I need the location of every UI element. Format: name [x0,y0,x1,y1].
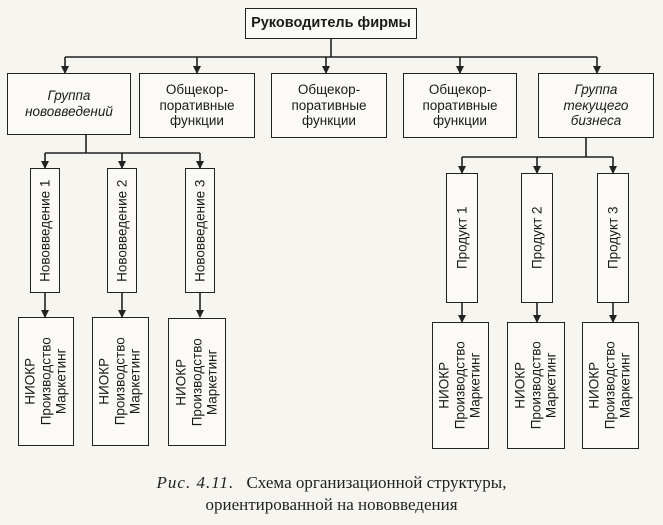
corporate-functions-box-2: Общекор- поративные функции [271,73,387,138]
innovation-label-3: Нововведение 3 [192,179,208,282]
corporate-functions-3-line-1: Общекор- [428,82,492,98]
business-group-line-1: Группа [574,82,618,98]
function-niokr: НИОКР [512,362,528,409]
function-marketing: Маркетинг [204,349,220,415]
innovation-box-1: Нововведение 1 [30,168,60,293]
function-niokr: НИОКР [22,358,38,405]
function-marketing: Маркетинг [468,352,484,419]
innovation-box-3: Нововведение 3 [185,168,215,293]
function-production: Производство [452,341,468,430]
function-marketing: Маркетинг [543,352,559,419]
functions-box-innovation-2: НИОКР Производство Маркетинг [92,317,149,446]
head-label: Руководитель фирмы [251,15,411,32]
corporate-functions-box-1: Общекор- поративные функции [139,73,255,138]
corporate-functions-3-line-3: функции [433,113,487,129]
business-group-line-2: текущего [563,97,629,113]
function-production: Производство [528,341,544,430]
product-box-2: Продукт 2 [521,173,553,303]
functions-box-product-1: НИОКР Производство Маркетинг [432,322,489,449]
innovation-label-2: Нововведение 2 [114,179,130,282]
function-niokr: НИОКР [437,362,453,409]
functions-box-product-2: НИОКР Производство Маркетинг [507,322,565,449]
functions-box-innovation-3: НИОКР Производство Маркетинг [168,318,226,446]
business-group-box: Группа текущего бизнеса [538,73,654,138]
innovation-group-line-2: нововведений [25,104,113,119]
function-production: Производство [112,337,128,426]
function-niokr: НИОКР [587,362,603,409]
function-marketing: Маркетинг [53,348,69,415]
functions-box-innovation-1: НИОКР Производство Маркетинг [18,317,74,446]
innovation-label-1: Нововведение 1 [37,179,53,282]
product-label-1: Продукт 1 [454,206,470,270]
function-niokr: НИОКР [173,358,189,406]
function-production: Производство [189,337,205,427]
corporate-functions-2-line-2: поративные [291,97,367,113]
innovation-group-box: Группа нововведений [7,73,131,135]
head-box: Руководитель фирмы [245,8,417,39]
function-production: Производство [38,337,54,426]
innovation-box-2: Нововведение 2 [107,168,137,293]
product-label-3: Продукт 3 [605,206,621,270]
caption-line-1: Схема организационной структуры, [246,473,507,492]
product-box-3: Продукт 3 [597,173,629,303]
figure-label: Рис. 4.11. [156,473,235,492]
corporate-functions-2-line-1: Общекор- [297,82,361,98]
corporate-functions-1-line-2: поративные [159,97,235,113]
function-production: Производство [602,341,618,430]
corporate-functions-2-line-3: функции [302,113,356,129]
business-group-line-3: бизнеса [570,113,622,129]
functions-box-product-3: НИОКР Производство Маркетинг [582,322,639,449]
corporate-functions-box-3: Общекор- поративные функции [403,73,517,138]
product-label-2: Продукт 2 [529,206,545,270]
corporate-functions-3-line-2: поративные [422,97,498,113]
innovation-group-line-1: Группа [47,88,91,104]
function-marketing: Маркетинг [618,352,634,419]
function-niokr: НИОКР [97,358,113,405]
corporate-functions-1-line-3: функции [170,113,224,129]
figure-caption: Рис. 4.11. Схема организационной структу… [0,472,663,516]
corporate-functions-1-line-1: Общекор- [165,82,229,98]
caption-line-2: ориентированной на нововведения [205,494,458,514]
product-box-1: Продукт 1 [446,173,478,303]
function-marketing: Маркетинг [128,348,144,415]
